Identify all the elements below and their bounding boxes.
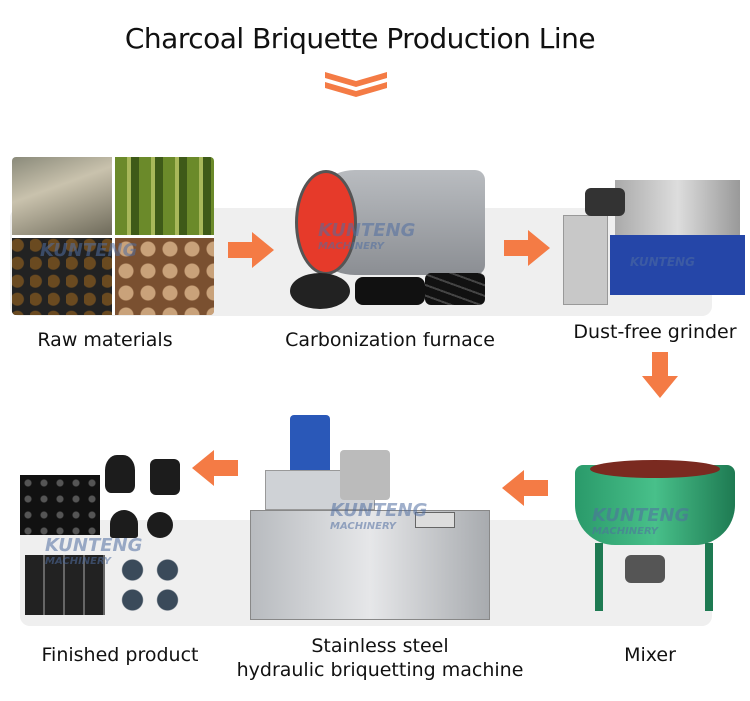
- watermark-brand: KUNTENG: [330, 500, 428, 521]
- watermark-brand: KUNTENG: [318, 220, 416, 241]
- step-label-line1: Stainless steel: [311, 635, 449, 657]
- step-label-briquetting-machine: Stainless steel hydraulic briquetting ma…: [230, 634, 530, 682]
- arrow-down-icon: [642, 352, 678, 398]
- watermark: KUNTENG: [40, 240, 137, 261]
- arrow-left-icon: [192, 450, 238, 486]
- finished-product-image: [15, 455, 190, 620]
- carbonization-furnace-image: [280, 155, 500, 315]
- watermark-brand: KUNTENG: [45, 535, 143, 556]
- watermark-sub: MACHINERY: [330, 521, 397, 532]
- step-label-finished-product: Finished product: [41, 644, 199, 666]
- watermark-brand: KUNTENG: [40, 240, 138, 261]
- watermark: KUNTENG: [630, 255, 695, 269]
- step-label-carbonization-furnace: Carbonization furnace: [285, 329, 495, 351]
- watermark-sub: MACHINERY: [45, 556, 112, 567]
- arrow-right-icon: [228, 232, 274, 268]
- watermark-brand: KUNTENG: [592, 505, 690, 526]
- chevron-down-icon: [325, 72, 387, 97]
- briquetting-machine-image: [245, 410, 495, 625]
- raw-materials-image: [12, 157, 214, 315]
- page-title: Charcoal Briquette Production Line: [124, 22, 596, 55]
- watermark-sub: MACHINERY: [318, 241, 385, 252]
- mixer-image: [570, 455, 740, 615]
- arrow-left-icon: [502, 470, 548, 506]
- dust-free-grinder-image: [555, 160, 745, 310]
- step-label-line2: hydraulic briquetting machine: [236, 659, 524, 681]
- watermark-sub: MACHINERY: [592, 526, 659, 537]
- arrow-right-icon: [504, 230, 550, 266]
- step-label-mixer: Mixer: [624, 644, 676, 666]
- step-label-raw-materials: Raw materials: [37, 329, 173, 351]
- watermark-brand: KUNTENG: [630, 255, 695, 269]
- step-label-dust-free-grinder: Dust-free grinder: [573, 321, 737, 343]
